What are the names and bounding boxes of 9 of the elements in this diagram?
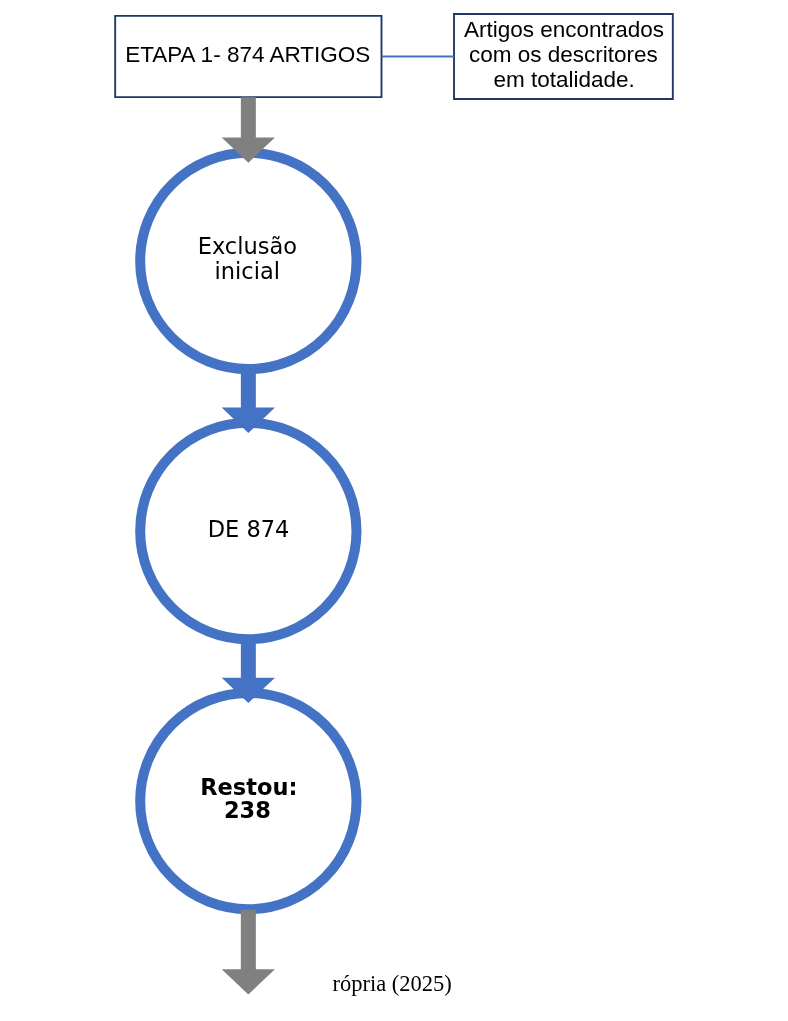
arrow (221, 96, 275, 163)
node-circle: Exclusão inicial (135, 147, 362, 374)
node-box: Artigos encontrados com os descritores em totalidade. (453, 12, 674, 100)
node-circle: DE 874 (135, 417, 362, 644)
arrow (221, 909, 275, 994)
node-circle: Restou: 238 (135, 687, 362, 914)
label: rópria (2025) (332, 970, 452, 996)
connector (380, 55, 455, 57)
node-box: ETAPA 1- 874 ARTIGOS (114, 14, 383, 98)
